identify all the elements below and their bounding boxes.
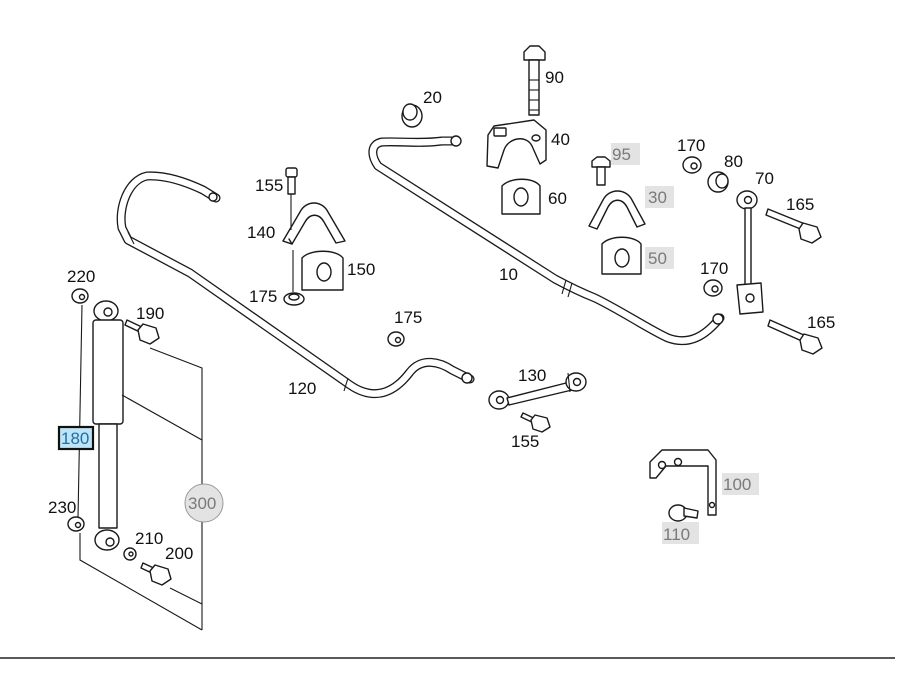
clamp-30[interactable] <box>588 190 646 230</box>
label-175-left[interactable]: 175 <box>249 287 277 306</box>
bracket-100[interactable] <box>649 449 717 516</box>
bushing-60[interactable] <box>501 178 541 215</box>
bolt-155-lower[interactable] <box>520 412 551 433</box>
label-95[interactable]: 95 <box>612 145 631 164</box>
label-170-top[interactable]: 170 <box>677 136 705 155</box>
bolt-190[interactable] <box>124 319 160 345</box>
washer-220[interactable] <box>71 288 89 304</box>
washer-175-left[interactable] <box>283 292 305 306</box>
label-155-upper[interactable]: 155 <box>255 176 283 195</box>
clamp-140[interactable] <box>282 202 346 245</box>
bolt-165-upper[interactable] <box>765 208 822 244</box>
bushing-150[interactable] <box>301 250 344 291</box>
bolt-95[interactable] <box>591 156 611 186</box>
label-155-lower[interactable]: 155 <box>511 432 539 451</box>
link-130[interactable] <box>488 372 587 410</box>
label-20[interactable]: 20 <box>423 88 442 107</box>
label-100[interactable]: 100 <box>723 475 751 494</box>
highlight-30 <box>645 186 674 208</box>
label-140[interactable]: 140 <box>247 223 275 242</box>
bolt-165-lower[interactable] <box>767 319 823 355</box>
label-120[interactable]: 120 <box>288 379 316 398</box>
bolt-90[interactable] <box>523 45 546 116</box>
label-60[interactable]: 60 <box>548 189 567 208</box>
highlight-110 <box>662 522 699 544</box>
label-30[interactable]: 30 <box>648 188 667 207</box>
highlight-100 <box>722 473 759 495</box>
bushing-20[interactable] <box>401 103 423 128</box>
label-200[interactable]: 200 <box>165 544 193 563</box>
washer-210[interactable] <box>123 547 137 561</box>
clamp-40[interactable] <box>486 119 547 169</box>
washer-230[interactable] <box>67 516 85 532</box>
shock-absorber[interactable] <box>92 300 124 551</box>
label-80[interactable]: 80 <box>724 152 743 171</box>
label-300[interactable]: 300 <box>188 494 216 513</box>
highlight-180-selected <box>57 425 95 451</box>
label-210[interactable]: 210 <box>135 529 163 548</box>
label-165-upper[interactable]: 165 <box>786 195 814 214</box>
label-180[interactable]: 180 <box>61 429 89 448</box>
bushing-80[interactable] <box>707 171 729 193</box>
bolt-110[interactable] <box>668 504 699 522</box>
stabilizer-bar-rear[interactable] <box>116 171 475 399</box>
label-170-bottom[interactable]: 170 <box>700 259 728 278</box>
label-165-lower[interactable]: 165 <box>807 313 835 332</box>
label-190[interactable]: 190 <box>136 304 164 323</box>
highlight-50 <box>645 247 674 269</box>
label-230[interactable]: 230 <box>48 498 76 517</box>
label-110[interactable]: 110 <box>663 525 690 544</box>
label-220[interactable]: 220 <box>67 267 95 286</box>
washer-170-top[interactable] <box>682 156 702 174</box>
bolt-200[interactable] <box>140 562 172 586</box>
label-175-right[interactable]: 175 <box>394 308 422 327</box>
highlight-300 <box>184 483 224 523</box>
kit-bracket-300 <box>77 304 203 631</box>
label-70[interactable]: 70 <box>755 169 774 188</box>
stabilizer-bar-front[interactable] <box>368 135 725 346</box>
label-150[interactable]: 150 <box>347 260 375 279</box>
label-90[interactable]: 90 <box>545 68 564 87</box>
label-50[interactable]: 50 <box>648 249 667 268</box>
bolt-155-upper[interactable] <box>285 167 298 195</box>
highlight-95 <box>611 143 640 165</box>
bushing-50[interactable] <box>601 236 642 275</box>
label-10[interactable]: 10 <box>499 265 518 284</box>
link-70[interactable] <box>736 190 764 315</box>
label-40[interactable]: 40 <box>551 130 570 149</box>
label-130[interactable]: 130 <box>518 366 546 385</box>
washer-170-bottom[interactable] <box>703 279 723 297</box>
washer-175-right[interactable] <box>387 331 405 347</box>
